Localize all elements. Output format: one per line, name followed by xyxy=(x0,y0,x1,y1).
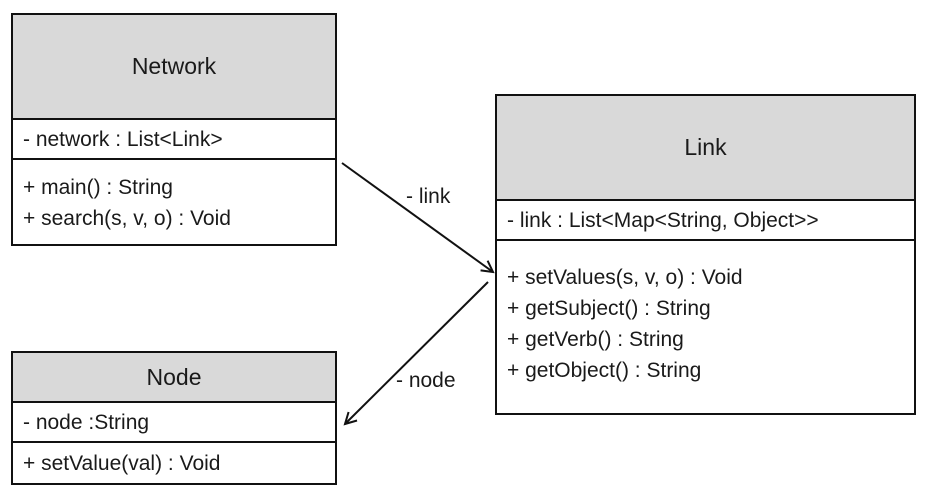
network-to-link-arrow[interactable] xyxy=(341,162,493,272)
class-node-operations: + setValue(val) : Void xyxy=(13,443,335,483)
class-link-operations: + setValues(s, v, o) : Void + getSubject… xyxy=(497,241,914,386)
class-node-attributes: - node :String xyxy=(13,403,335,443)
link-operation-getverb: + getVerb() : String xyxy=(507,328,684,351)
link-operation-getobject: + getObject() : String xyxy=(507,359,702,382)
link-operation-setvalues: + setValues(s, v, o) : Void xyxy=(507,266,743,289)
class-network-attributes: - network : List<Link> xyxy=(13,120,335,160)
link-operation-getsubject: + getSubject() : String xyxy=(507,297,711,320)
link-attribute: - link : List<Map<String, Object>> xyxy=(507,208,819,232)
node-attribute: - node :String xyxy=(23,410,150,434)
association-label-node: - node xyxy=(396,369,456,392)
class-network-operations: + main() : String + search(s, v, o) : Vo… xyxy=(13,160,335,234)
class-network-name: Network xyxy=(13,15,335,120)
class-node[interactable]: Node - node :String + setValue(val) : Vo… xyxy=(11,351,337,485)
class-link[interactable]: Link - link : List<Map<String, Object>> … xyxy=(495,94,916,415)
association-label-link: - link xyxy=(406,185,451,208)
class-node-name: Node xyxy=(13,353,335,403)
network-operation-main: + main() : String xyxy=(23,176,173,199)
node-operation-setvalue: + setValue(val) : Void xyxy=(23,451,221,475)
class-link-name: Link xyxy=(497,96,914,201)
network-attribute: - network : List<Link> xyxy=(23,127,223,151)
class-network[interactable]: Network - network : List<Link> + main() … xyxy=(11,13,337,246)
network-operation-search: + search(s, v, o) : Void xyxy=(23,207,231,230)
link-to-node-arrow[interactable] xyxy=(345,281,489,424)
class-link-attributes: - link : List<Map<String, Object>> xyxy=(497,201,914,241)
